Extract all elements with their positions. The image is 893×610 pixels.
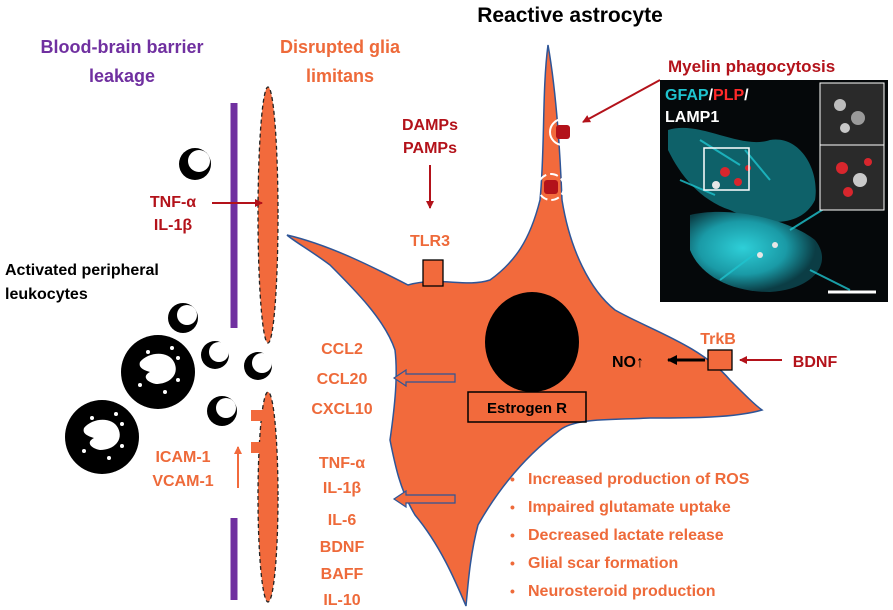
glia-limitans-bottom [257,391,279,603]
leukocyte-small-1 [179,148,211,180]
leukocyte-large-1 [121,335,195,409]
bbb-title-line2: leakage [89,66,155,86]
effect-bullet: • [510,583,515,599]
myelin-debris-1 [556,125,570,139]
vcam1-label: VCAM-1 [152,473,213,490]
leukocyte-small-4 [244,352,272,380]
effects-list: • Increased production of ROS • Impaired… [510,471,750,600]
glia-title-line2: limitans [306,66,374,86]
trkb-label: TrkB [700,331,736,348]
effect-bullet: • [510,555,515,571]
cytokine-list: TNF-α IL-1β IL-6 BDNF BAFF IL-10 [319,455,365,609]
stain-separator-1: / [709,87,714,104]
no-label: NO↑ [612,354,644,371]
stain-separator-2: / [744,87,749,104]
myelin-debris-2 [544,180,558,194]
effect-item: Impaired glutamate uptake [528,499,731,516]
microscopy-image [660,80,888,302]
effect-item: Decreased lactate release [528,527,724,544]
myelin-vesicle-2 [537,173,565,201]
estrogen-receptor-box [467,391,587,423]
lamp1-stain-label: LAMP1 [665,109,719,126]
chemokine-list: CCL2 CCL20 CXCL10 [311,341,372,418]
myelin-arrow [582,79,661,123]
il1b-top-label: IL-1β [154,217,192,234]
astrocyte-nucleus [485,292,579,392]
effect-item: Neurosteroid production [528,583,716,600]
microscopy-stain-label: GFAP/PLP/ [665,87,749,104]
pamps-label: PAMPs [403,140,457,157]
cytokine-label: IL-6 [328,512,357,529]
effect-item: Glial scar formation [528,555,678,572]
icam1-label: ICAM-1 [155,449,210,466]
leukocyte-small-5 [207,396,237,426]
effect-bullet: • [510,499,515,515]
trkb-receptor [707,349,733,371]
tlr3-receptor [422,259,444,287]
bbb-title-line1: Blood-brain barrier [40,37,203,57]
estrogen-receptor-label: Estrogen R [487,400,567,417]
effect-bullet: • [510,471,515,487]
chemokine-label: CCL2 [321,341,363,358]
tlr3-label: TLR3 [410,233,450,250]
myelin-phagocytosis-label: Myelin phagocytosis [668,57,835,76]
leukocyte-large-2 [65,400,139,474]
glia-limitans-top [257,86,279,344]
cytokine-label: BDNF [320,539,365,556]
leukocyte-label-line1: Activated peripheral [5,262,159,279]
icam1-molecule [251,410,265,421]
myelin-vesicle-1 [549,118,577,146]
cytokine-label: TNF-α [319,455,365,472]
effect-bullet: • [510,527,515,543]
leukocyte-label-line2: leukocytes [5,286,88,303]
cytokine-label: IL-1β [323,480,361,497]
chemokine-label: CCL20 [317,371,368,388]
gfap-stain-label: GFAP [665,87,709,104]
chemokine-label: CXCL10 [311,401,372,418]
effect-item: Increased production of ROS [528,471,750,488]
cytokine-label: BAFF [321,566,364,583]
tnf-top-label: TNF-α [150,194,196,211]
damps-label: DAMPs [402,117,458,134]
diagram-title: Reactive astrocyte [477,4,663,27]
chemokine-release-arrow [392,368,456,388]
plp-stain-label: PLP [713,87,744,104]
cytokine-label: IL-10 [323,592,360,609]
cytokine-release-arrow [392,489,456,509]
vcam1-molecule [251,442,265,453]
glia-title-line1: Disrupted glia [280,37,401,57]
leukocyte-small-3 [201,341,229,369]
leukocyte-small-2 [168,303,198,333]
bdnf-input-label: BDNF [793,354,838,371]
